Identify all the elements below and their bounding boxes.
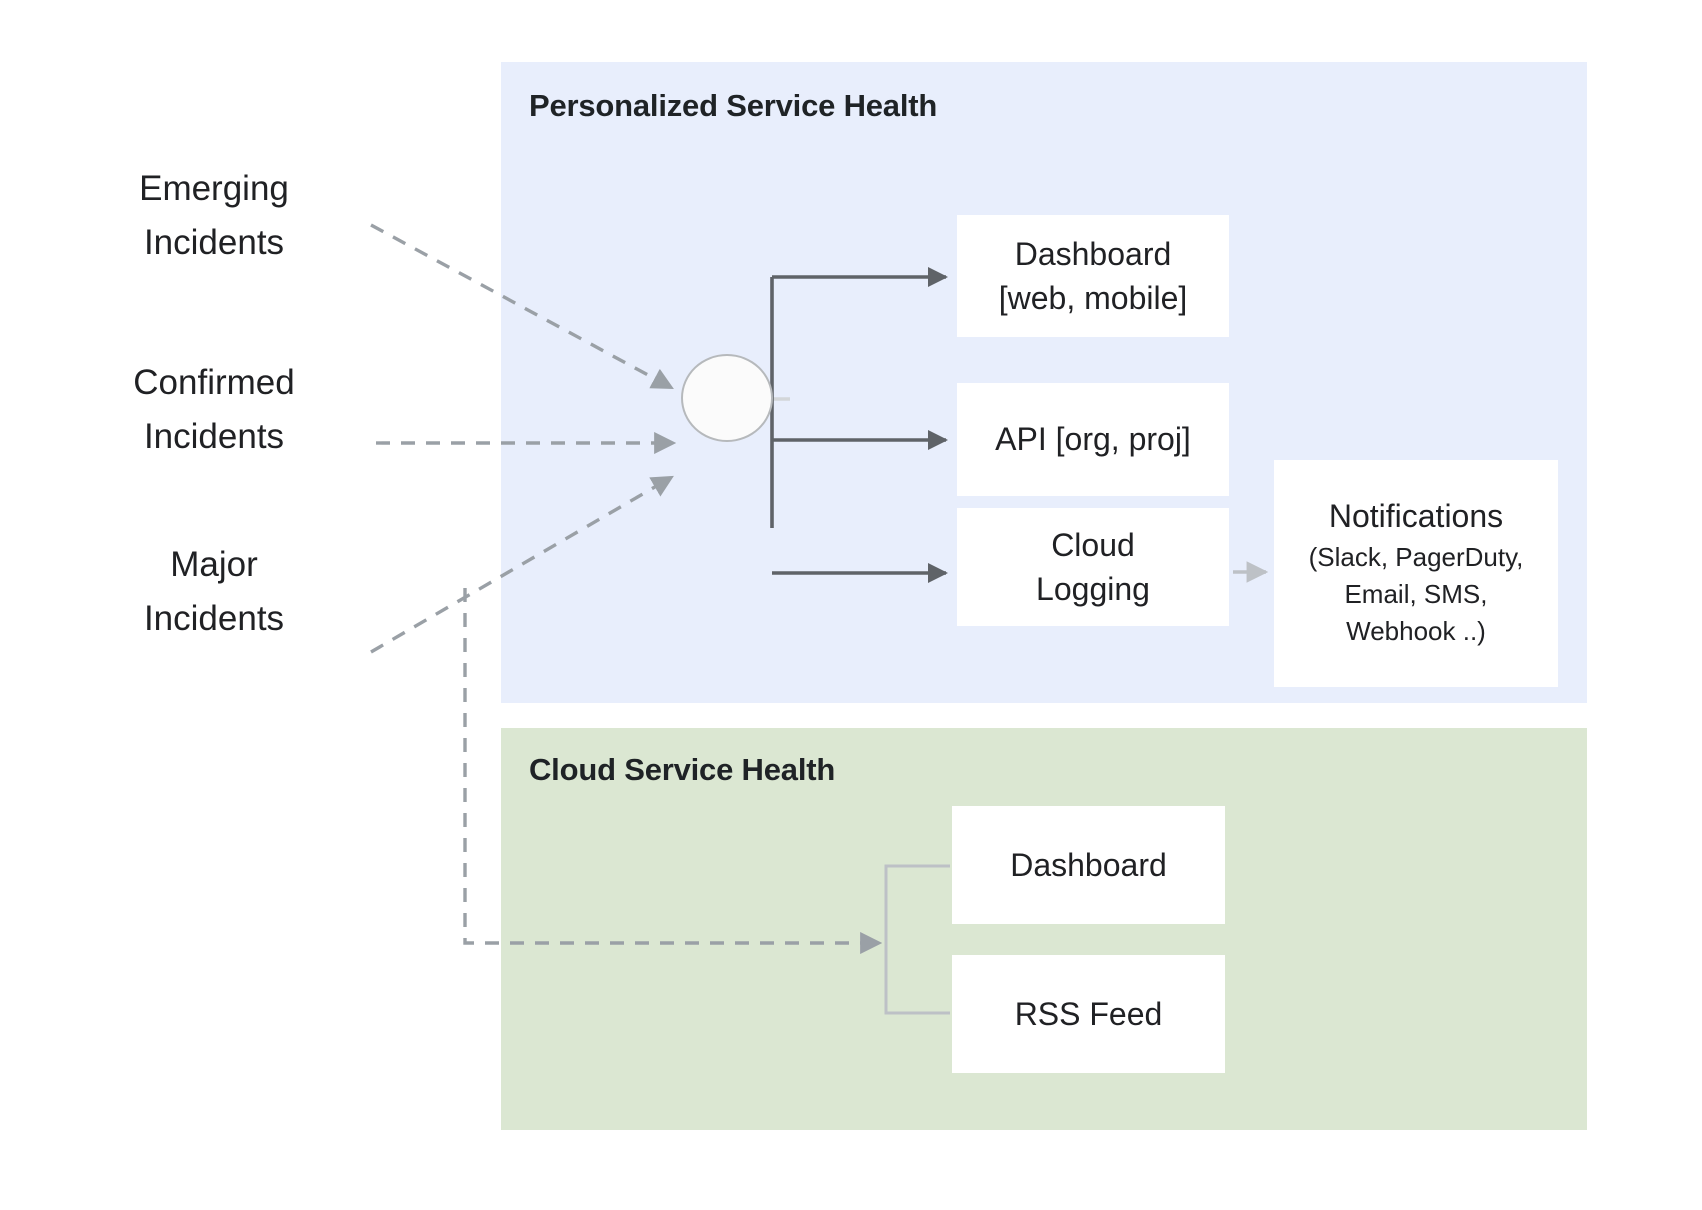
- box-api-org-proj[interactable]: API [org, proj]: [957, 383, 1229, 496]
- notifications-channels: (Slack, PagerDuty, Email, SMS, Webhook .…: [1308, 542, 1524, 647]
- service-health-hub-node[interactable]: [681, 354, 773, 442]
- personalized-service-health-title: Personalized Service Health: [529, 88, 938, 123]
- notifications-title: Notifications: [1328, 497, 1504, 534]
- input-label-major-incidents: Major Incidents: [143, 545, 285, 639]
- box-cloud-logging[interactable]: Cloud Logging: [957, 508, 1229, 626]
- input-label-emerging-incidents: Emerging Incidents: [139, 169, 289, 263]
- box-dashboard-web-mobile[interactable]: Dashboard [web, mobile]: [957, 215, 1229, 337]
- box-cloud-service-health-dashboard[interactable]: Dashboard: [952, 806, 1225, 924]
- cloud-service-health-title: Cloud Service Health: [529, 752, 836, 787]
- input-label-confirmed-incidents: Confirmed Incidents: [133, 363, 295, 457]
- box-cloud-service-health-rss-feed[interactable]: RSS Feed: [952, 955, 1225, 1073]
- box-notifications[interactable]: Notifications (Slack, PagerDuty, Email, …: [1274, 460, 1558, 687]
